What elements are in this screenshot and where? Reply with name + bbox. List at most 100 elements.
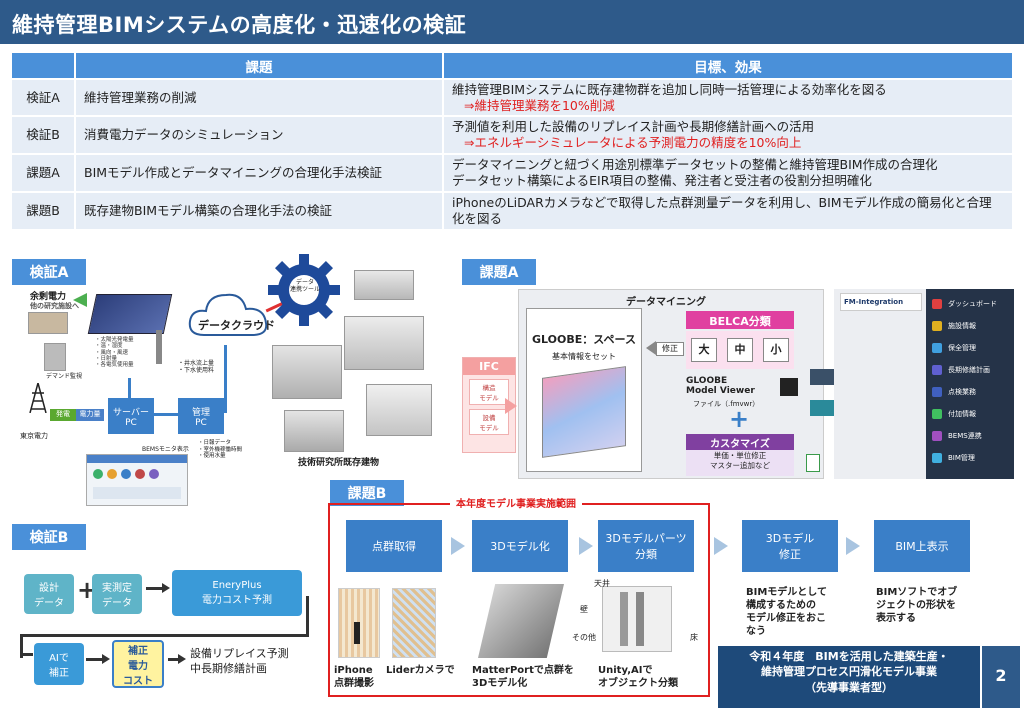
sidebar-item-maintenance[interactable]: 保全管理 xyxy=(932,337,1008,359)
sidebar-item-label: ダッシュボード xyxy=(948,300,997,308)
step-model-fix: 3Dモデル 修正 xyxy=(742,520,838,572)
table-row: 課題A BIMモデル作成とデータマイニングの合理化手法検証 データマイニングと紐… xyxy=(10,152,1014,193)
table-header-row: 課題 目標、効果 xyxy=(10,51,1014,80)
flow-line xyxy=(86,658,104,661)
table-row: 課題B 既存建物BIMモデル構築の合理化手法の検証 iPhoneのLiDARカメ… xyxy=(10,190,1014,231)
admin-data-labels: ・日報データ ・室外機稼働時間 ・使用水量 xyxy=(198,440,243,460)
building-image xyxy=(354,270,414,300)
sidebar-item-facility[interactable]: 施設情報 xyxy=(932,315,1008,337)
sidebar-item-longterm[interactable]: 長期修繕計画 xyxy=(932,359,1008,381)
chart-icon xyxy=(932,365,942,375)
fm-panel xyxy=(834,289,926,479)
viewer-file: ファイル（.fmvwr） xyxy=(693,400,760,408)
chevron-right-icon xyxy=(846,537,860,555)
admin-pc-box: 管理 PC xyxy=(178,398,224,434)
ifc-equip: 設備 モデル xyxy=(469,409,509,435)
flow-line xyxy=(168,658,180,661)
gauge-icon xyxy=(135,469,145,479)
row-id: 検証A xyxy=(10,77,76,118)
gauge-icon xyxy=(107,469,117,479)
custom-sub: 単価・単位修正 マスター追加など xyxy=(686,450,794,476)
viewer-app-icon xyxy=(780,378,798,396)
chevron-right-icon xyxy=(451,537,465,555)
header-goal: 目標、効果 xyxy=(442,51,1014,80)
cloud-icon xyxy=(186,287,272,343)
cloud-label: データクラウド xyxy=(198,319,275,332)
viewer-label: GLOOBE Model Viewer xyxy=(686,376,755,397)
step-point-cloud: 点群取得 xyxy=(346,520,442,572)
kadai-a-tag: 課題A xyxy=(462,259,536,285)
sidebar-item-inspection[interactable]: 点検業務 xyxy=(932,381,1008,403)
building-image xyxy=(366,384,432,436)
ai-correct-box: AIで 補正 xyxy=(34,643,84,685)
sidebar-item-label: BIM管理 xyxy=(948,454,975,462)
surplus-arrow-icon xyxy=(73,293,87,307)
row-goal: 維持管理BIMシステムに既存建物群を追加し同時一括管理による効率化を図る⇒維持管… xyxy=(442,77,1014,118)
flow-line xyxy=(20,634,309,637)
fm-logo: FM-Integration xyxy=(840,293,922,311)
belca-medium: 中 xyxy=(727,338,753,362)
row-goal: データマイニングと紐づく用途別標準データセットの整備と維持管理BIM作成の合理化… xyxy=(442,152,1014,193)
sidebar-item-label: 点検業務 xyxy=(948,388,976,396)
caption-matterport: MatterPortで点群を 3Dモデル化 xyxy=(472,665,574,689)
part-other: その他 xyxy=(572,633,596,642)
energyplus-box: EneryPlus 電力コスト予測 xyxy=(172,570,302,616)
sidebar-item-bim[interactable]: BIM管理 xyxy=(932,447,1008,469)
facility-image xyxy=(28,312,68,334)
ifc-arrow-icon xyxy=(505,398,517,414)
row-id: 検証B xyxy=(10,115,76,155)
surplus-text: 余剰電力 xyxy=(30,292,67,302)
buildings-caption: 技術研究所既存建物 xyxy=(298,458,380,468)
power-gen-badge: 発電 xyxy=(50,409,76,421)
parts-pillar xyxy=(620,592,628,646)
water-labels: ・井水流上量 ・下水使用料 xyxy=(178,360,215,375)
step-parts-classify: 3Dモデルパーツ 分類 xyxy=(598,520,694,572)
kensho-b-tag: 検証B xyxy=(12,524,86,550)
gloobe-panel: GLOOBE：スペース 基本情報をセット xyxy=(526,308,642,472)
table-row: 検証A 維持管理業務の削減 維持管理BIMシステムに既存建物群を追加し同時一括管… xyxy=(10,77,1014,118)
building-image xyxy=(344,316,424,370)
row-topic: 消費電力データのシミュレーション xyxy=(74,115,444,155)
info-icon xyxy=(932,409,942,419)
building-image xyxy=(284,410,344,452)
chevron-right-icon xyxy=(579,537,593,555)
gear-label: データ 連携ツール xyxy=(290,279,321,293)
summary-table: 課題 目標、効果 検証A 維持管理業務の削減 維持管理BIMシステムに既存建物群… xyxy=(10,51,1014,231)
demand-label: デマンド監視 xyxy=(46,373,83,380)
ifc-struct: 構造 モデル xyxy=(469,379,509,405)
flow-arrow-icon xyxy=(178,654,186,664)
sidebar-item-additional[interactable]: 付加情報 xyxy=(932,403,1008,425)
part-floor: 床 xyxy=(690,633,698,642)
surplus-sub: 他の研究施設へ xyxy=(30,301,79,310)
flow-arrow-icon xyxy=(102,654,110,664)
demand-monitor-image xyxy=(44,343,66,371)
bems-monitor-image xyxy=(86,454,188,506)
goal-target: ⇒エネルギーシミュレータによる予測電力の精度を10%向上 xyxy=(464,134,802,150)
gauge-icon xyxy=(121,469,131,479)
flow-line xyxy=(146,587,164,590)
measured-data-box: 実測定 データ xyxy=(92,574,142,614)
scope-label: 本年度モデル事業実施範囲 xyxy=(450,495,582,510)
sidebar-item-bems[interactable]: BEMS連携 xyxy=(932,425,1008,447)
check-icon xyxy=(932,343,942,353)
power-tower-icon xyxy=(28,382,48,414)
kensho-a-tag: 検証A xyxy=(12,259,86,285)
surplus-label: 余剰電力他の研究施設へ xyxy=(30,292,79,311)
layers-icon xyxy=(932,453,942,463)
step-bim-display: BIM上表示 xyxy=(874,520,970,572)
power-use-badge: 電力量 xyxy=(76,409,104,421)
caption-model-fix: BIMモデルとして 構成するための モデル修正をおこ なう xyxy=(746,587,827,637)
sidebar-item-dashboard[interactable]: ダッシュボード xyxy=(932,293,1008,315)
ifc-label: IFC xyxy=(463,358,515,375)
row-topic: BIMモデル作成とデータマイニングの合理化手法検証 xyxy=(74,152,444,193)
belca-small: 小 xyxy=(763,338,789,362)
flow-line xyxy=(306,596,309,636)
belca-large: 大 xyxy=(691,338,717,362)
flow-line xyxy=(20,634,23,658)
custom-header: カスタマイズ xyxy=(686,434,794,450)
sidebar-item-label: 長期修繕計画 xyxy=(948,366,990,374)
design-data-box: 設計 データ xyxy=(24,574,74,614)
part-wall: 壁 xyxy=(580,605,588,614)
caption-lidar: Liderカメラで xyxy=(386,665,455,676)
fm-sidebar: ダッシュボード 施設情報 保全管理 長期修繕計画 点検業務 付加情報 BEMS連… xyxy=(926,289,1014,479)
